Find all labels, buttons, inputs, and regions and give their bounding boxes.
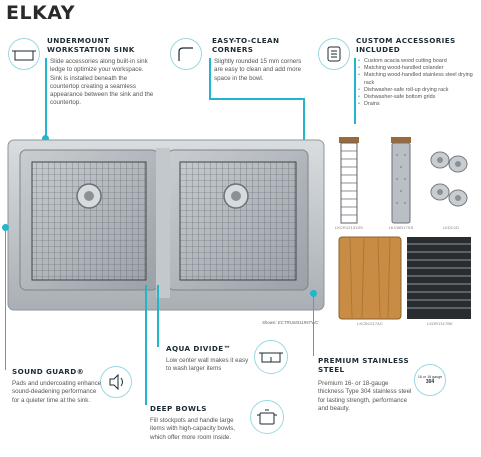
- corners-body: Slightly rounded 15 mm corners are easy …: [214, 58, 302, 82]
- sku-drying-rack: LKCR12131SS: [335, 226, 363, 230]
- rollup-rack-image: [406, 236, 472, 320]
- sku-cutting-board: LKCB1217AC: [357, 322, 383, 326]
- cutting-board-image: [338, 236, 402, 320]
- steel-badge-type: 304: [425, 379, 435, 386]
- sound-icon: [100, 366, 132, 398]
- undermount-body: Slide accessories along built-in sink le…: [50, 58, 154, 107]
- sound-guard-body: Pads and undercoating enhance sound-dead…: [12, 380, 102, 404]
- sink-model-caption: Shown: ECTRUM31195TWC: [262, 320, 319, 325]
- accessory-item: Drains: [358, 101, 478, 108]
- drains-image: [428, 148, 472, 222]
- sound-guard-title: SOUND GUARD®: [12, 367, 85, 376]
- sink-outline-icon: [8, 38, 40, 70]
- sku-rollup-rack: LKDR1317BK: [427, 322, 453, 326]
- stainless-title: PREMIUM STAINLESS STEEL: [318, 356, 410, 374]
- steel-connector: [312, 296, 314, 356]
- elkay-logo: ELKAY: [6, 2, 75, 24]
- colander-image: [390, 137, 412, 225]
- accessories-title: CUSTOM ACCESSORIES INCLUDED: [356, 36, 456, 54]
- steel-badge-icon: 16 or 18 gauge 304: [414, 364, 446, 396]
- sku-colander: LKCWD17SS: [388, 226, 414, 230]
- drying-rack-image: [338, 137, 360, 225]
- divide-connector: [157, 285, 159, 347]
- accessory-item: Matching wood-handled colander: [358, 65, 478, 72]
- deep-bowls-body: Fill stockpots and handle large items wi…: [150, 417, 235, 441]
- undermount-title: UNDERMOUNT WORKSTATION SINK: [47, 36, 135, 54]
- corner-icon: [170, 38, 202, 70]
- stainless-body: Premium 16- or 18-gauge thickness Type 3…: [318, 380, 412, 412]
- accessory-item: Dishwasher-safe bottom grids: [358, 94, 478, 101]
- undermount-rule: [45, 58, 47, 118]
- corners-rule: [209, 58, 211, 98]
- pot-icon: [250, 400, 284, 434]
- accessories-list: Custom acacia wood cutting board Matchin…: [358, 58, 478, 109]
- deep-connector: [145, 285, 147, 405]
- aqua-divide-body: Low center wall makes it easy to wash la…: [166, 357, 249, 373]
- sound-dot: [2, 224, 9, 231]
- accessories-icon: [318, 38, 350, 70]
- undermount-connector: [45, 118, 47, 138]
- undermount-dot: [42, 135, 49, 142]
- steel-badge-gauge: 16 or 18 gauge: [417, 374, 443, 379]
- deep-bowls-title: DEEP BOWLS: [150, 404, 207, 413]
- sound-connector: [4, 230, 6, 370]
- sku-drains: LKDC1D: [442, 226, 460, 230]
- corners-title: EASY-TO-CLEAN CORNERS: [212, 36, 280, 54]
- corners-connector-h: [209, 98, 305, 100]
- accessory-item: Matching wood-handled stainless steel dr…: [358, 72, 478, 86]
- corners-connector-v: [303, 98, 305, 148]
- accessory-item: Custom acacia wood cutting board: [358, 58, 478, 65]
- steel-dot: [310, 290, 317, 297]
- accessory-item: Dishwasher-safe roll-up drying rack: [358, 87, 478, 94]
- accessories-rule: [354, 58, 356, 124]
- aqua-divide-title: AQUA DIVIDE™: [166, 344, 232, 353]
- sink-image: [6, 138, 326, 318]
- divide-icon: [254, 340, 288, 374]
